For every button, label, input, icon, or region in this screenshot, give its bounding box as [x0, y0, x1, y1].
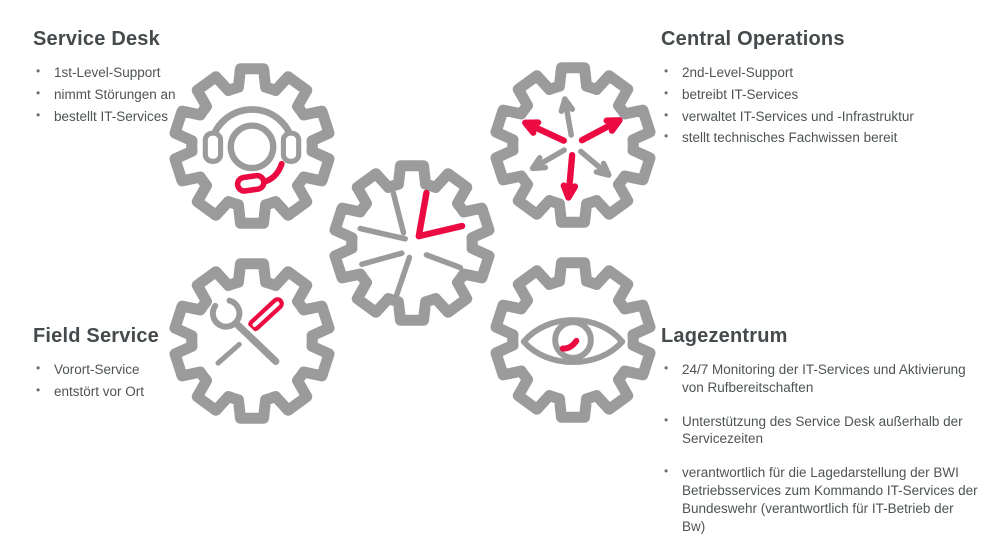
- list-item: verwaltet IT-Services und -Infrastruktur: [661, 108, 966, 126]
- arrow-down-left-icon: [529, 147, 567, 172]
- list-item: verantwortlich für die Lagedarstellung d…: [661, 464, 979, 535]
- list-item: Unterstützung des Service Desk außerhalb…: [661, 413, 979, 449]
- section-title-field-service: Field Service: [33, 325, 159, 347]
- list-item: 1st-Level-Support: [33, 64, 268, 82]
- arrow-down-icon: [560, 152, 579, 201]
- list-item: betreibt IT-Services: [661, 86, 966, 104]
- list-item: stellt technisches Fachwissen bereit: [661, 129, 966, 147]
- screwdriver-tip: [215, 341, 242, 366]
- section-title-service-desk: Service Desk: [33, 28, 160, 50]
- bullet-list-central-operations: 2nd-Level-Support betreibt IT-Services ver…: [661, 64, 966, 147]
- arrow-up-icon: [558, 96, 576, 138]
- gear-center: [329, 160, 495, 326]
- eye-icon: [520, 317, 626, 366]
- gear-lagezentrum: [490, 257, 656, 423]
- section-title-lagezentrum: Lagezentrum: [661, 325, 788, 347]
- expand-arrows-icon: [522, 96, 623, 201]
- gear-central-operations: [490, 62, 656, 228]
- bullet-list-service-desk: 1st-Level-Support nimmt Störungen an beste…: [33, 64, 268, 125]
- list-item: bestellt IT-Services: [33, 108, 268, 126]
- wrench-jaw: [209, 297, 243, 330]
- list-item: 24/7 Monitoring der IT-Services und Akti…: [661, 361, 979, 397]
- section-central-operations: Central Operations 2nd-Level-Support betr…: [661, 28, 966, 151]
- section-field-service: Field Service Vorort-Service entstört vor…: [33, 325, 253, 405]
- list-item: nimmt Störungen an: [33, 86, 268, 104]
- gear-outline: [169, 63, 335, 229]
- bullet-list-field-service: Vorort-Service entstört vor Ort: [33, 361, 253, 401]
- clock-icon: [357, 189, 466, 298]
- headset-icon: [202, 106, 302, 194]
- wrench-handle: [232, 319, 280, 365]
- gear-service-desk: [169, 63, 335, 229]
- gear-outline: [329, 160, 495, 326]
- list-item: 2nd-Level-Support: [661, 64, 966, 82]
- wrench-screwdriver-icon: [209, 297, 284, 369]
- section-title-central-operations: Central Operations: [661, 28, 845, 50]
- list-item: entstört vor Ort: [33, 383, 253, 401]
- list-item: Vorort-Service: [33, 361, 253, 379]
- section-service-desk: Service Desk 1st-Level-Support nimmt Stör…: [33, 28, 268, 129]
- arrow-up-right-icon: [578, 117, 623, 144]
- bullet-list-lagezentrum: 24/7 Monitoring der IT-Services und Akti…: [661, 361, 979, 536]
- arrow-up-left-icon: [522, 119, 567, 144]
- gear-field-service: [169, 258, 335, 424]
- section-lagezentrum: Lagezentrum 24/7 Monitoring der IT-Servi…: [661, 325, 979, 539]
- arrow-down-right-icon: [578, 148, 612, 178]
- gear-outline: [490, 62, 656, 228]
